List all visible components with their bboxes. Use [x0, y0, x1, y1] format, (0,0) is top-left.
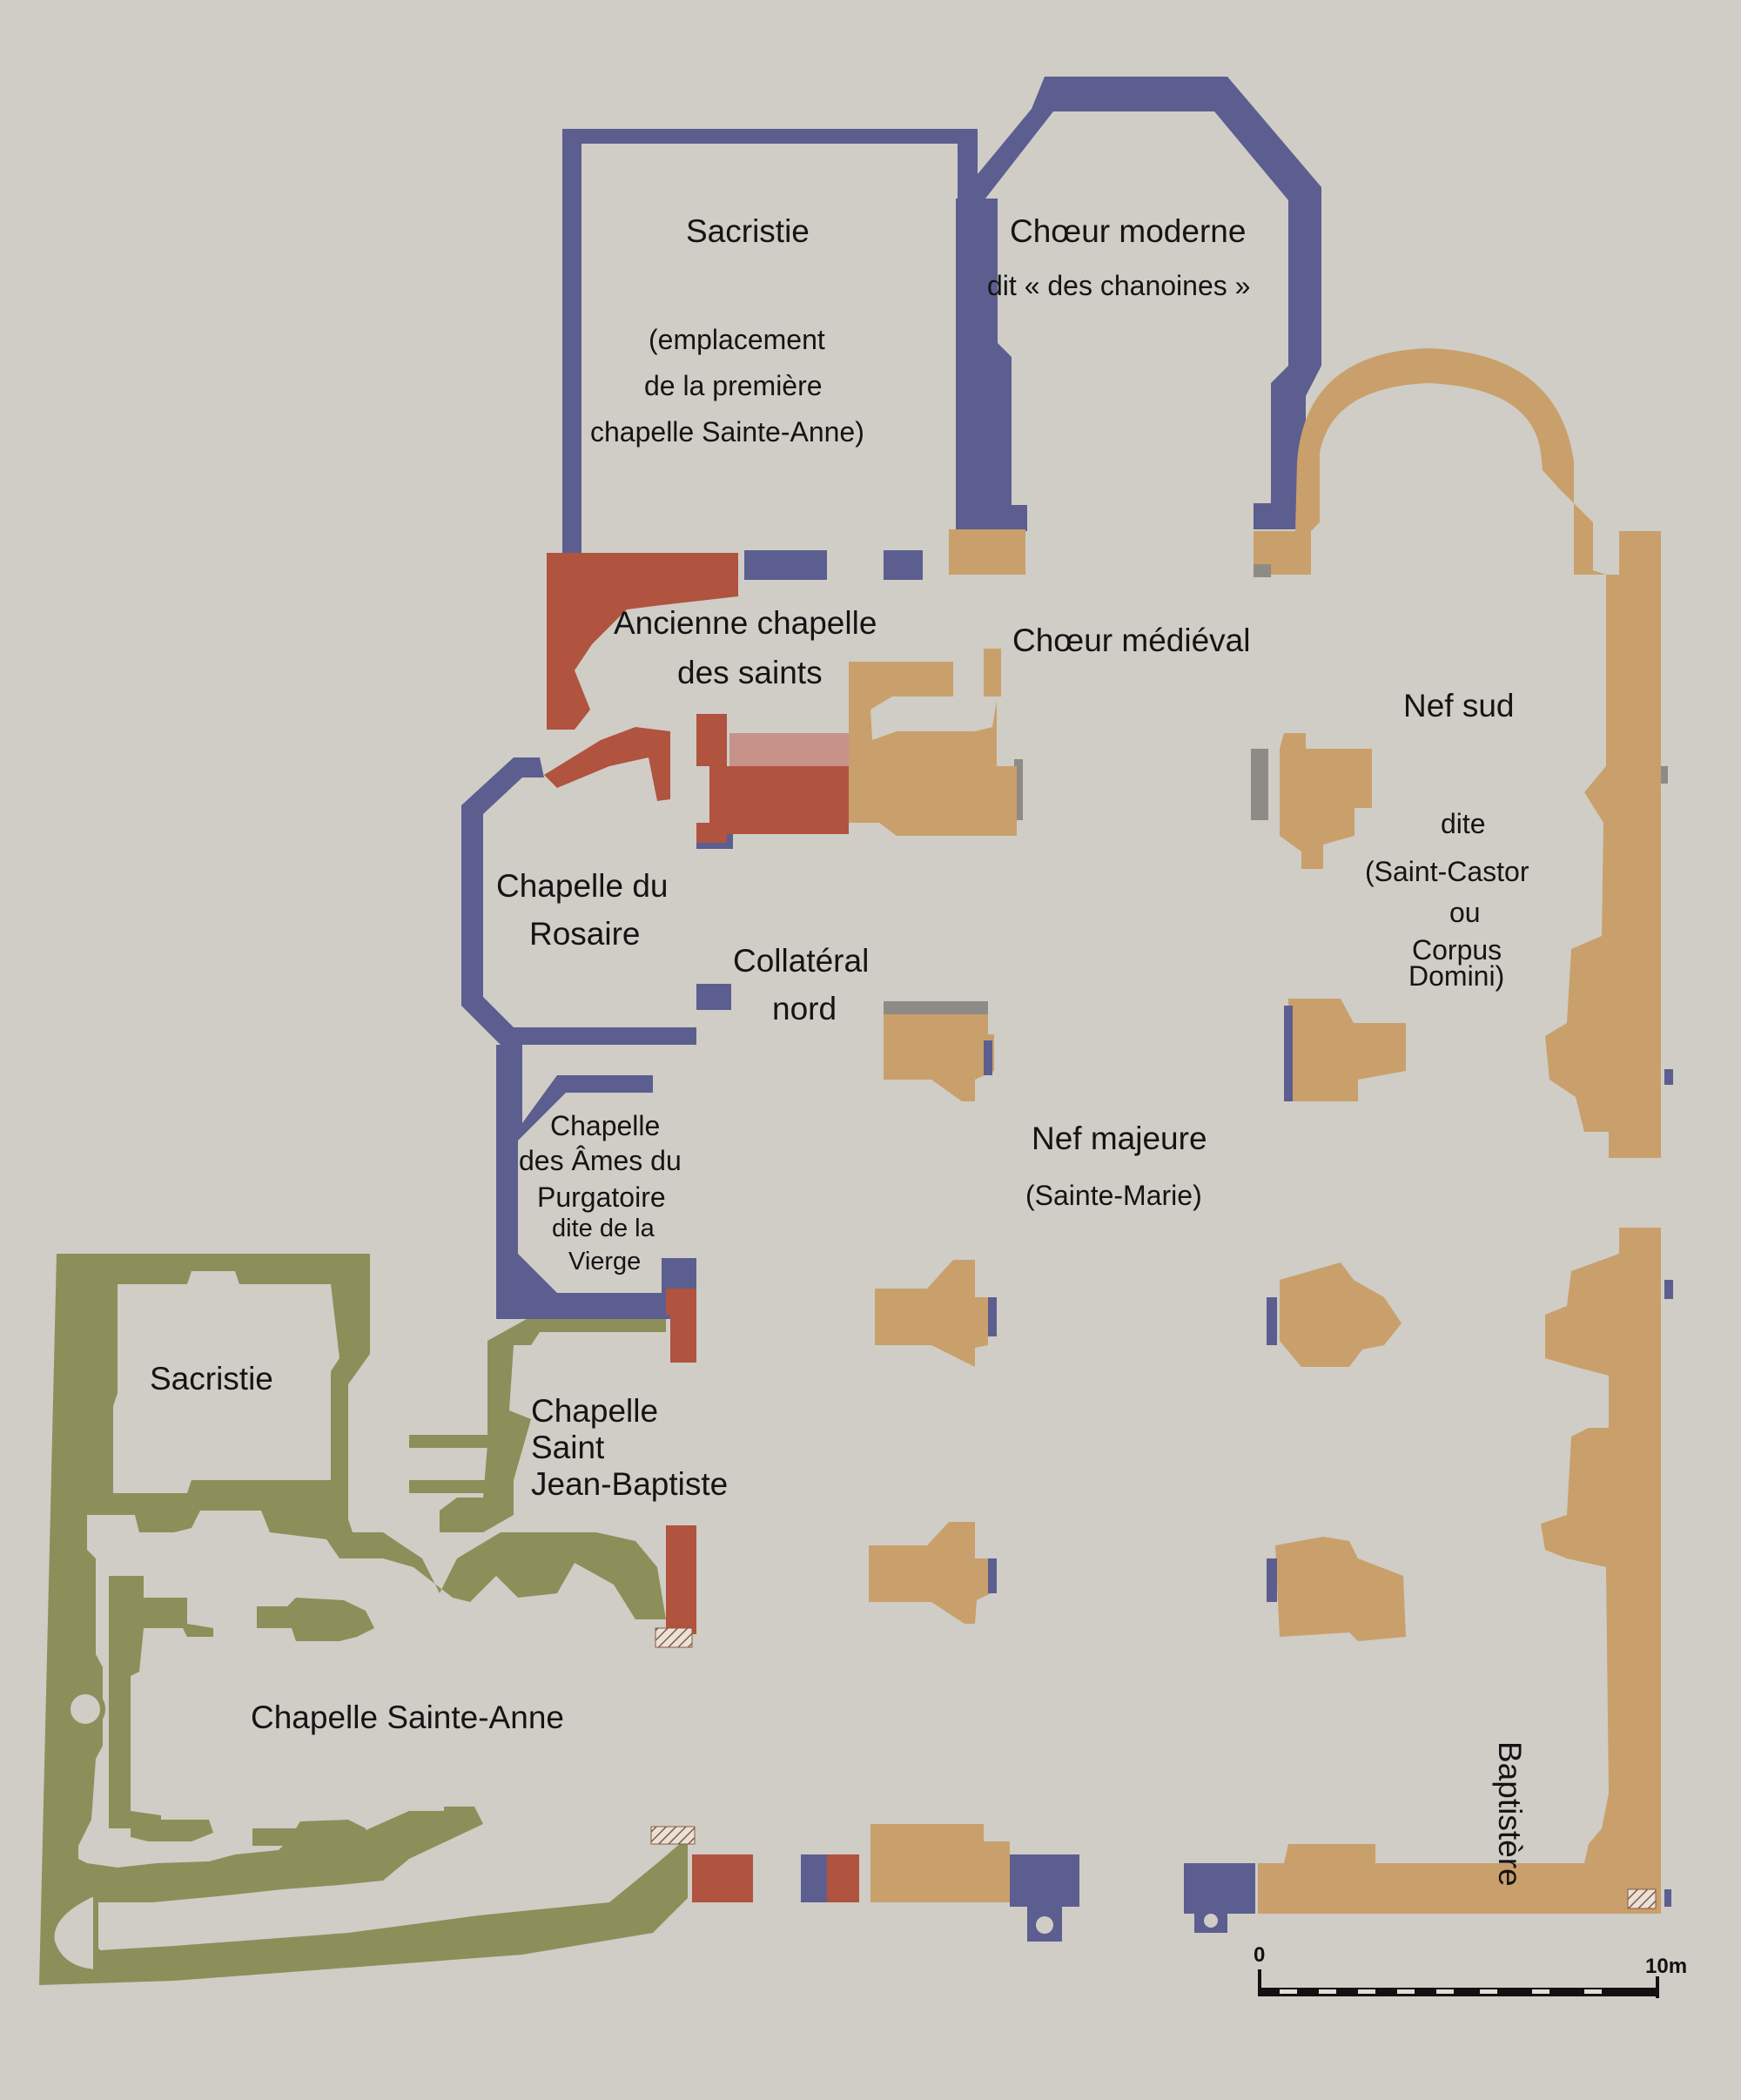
label-ancienne-chapelle-2: des saints	[677, 655, 823, 690]
label-nef-majeure-2: (Sainte-Marie)	[1025, 1180, 1202, 1211]
pier-edge	[1251, 749, 1268, 820]
label-choeur-medieval: Chœur médiéval	[1012, 623, 1251, 658]
label-baptistere: Baptistère	[1492, 1741, 1528, 1887]
piers	[869, 733, 1406, 1641]
label-jean-baptiste-2: Saint	[531, 1430, 605, 1465]
label-sacristie-top: Sacristie	[686, 213, 810, 249]
grey-wall-segment	[1014, 759, 1023, 820]
label-nef-majeure-1: Nef majeure	[1032, 1121, 1207, 1156]
label-collateral-1: Collatéral	[733, 943, 870, 979]
pier-edges	[984, 1006, 1293, 1602]
grey-wall-segment	[729, 733, 849, 766]
label-sacristie-note-3: chapelle Sainte-Anne)	[590, 416, 864, 448]
label-ames-5: Vierge	[568, 1248, 642, 1275]
label-choeur-moderne-1: Chœur moderne	[1010, 213, 1247, 249]
label-chapelle-rosaire-2: Rosaire	[529, 916, 641, 952]
nef-sud-walls	[1254, 348, 1661, 1158]
grey-wall-segment	[884, 1001, 988, 1017]
sainte-anne-walls	[39, 1254, 688, 1985]
label-jean-baptiste-1: Chapelle	[531, 1393, 659, 1429]
pier	[1280, 733, 1372, 869]
ancienne-chapelle-walls	[544, 553, 859, 1902]
scale-bar-end-label: 10m	[1645, 1955, 1688, 1978]
sainte-anne-apse	[49, 1892, 98, 1975]
label-nef-sud-3: (Saint-Castor	[1365, 856, 1529, 887]
label-choeur-moderne-2: dit « des chanoines »	[987, 270, 1251, 301]
label-jean-baptiste-3: Jean-Baptiste	[531, 1466, 729, 1502]
label-ames-3: Purgatoire	[537, 1181, 666, 1213]
label-nef-sud-6: Domini)	[1408, 960, 1505, 992]
label-ames-2: des Âmes du	[519, 1145, 682, 1176]
pier	[869, 1522, 991, 1624]
label-ames-1: Chapelle	[550, 1110, 661, 1141]
label-chapelle-rosaire-1: Chapelle du	[496, 868, 669, 904]
pier	[875, 1260, 988, 1367]
label-sacristie-note-1: (emplacement	[649, 324, 825, 355]
label-nef-sud-5: Corpus	[1412, 934, 1502, 966]
hatched-fragments	[650, 766, 1673, 1909]
label-sacristie-left: Sacristie	[150, 1361, 273, 1397]
label-ames-4: dite de la	[552, 1215, 655, 1242]
pier	[1288, 999, 1406, 1101]
pier	[1275, 1537, 1406, 1641]
choeur-moderne-walls	[958, 77, 1321, 529]
pier	[1280, 1262, 1402, 1367]
label-sacristie-note-2: de la première	[644, 370, 823, 401]
sainte-anne-column	[65, 1689, 105, 1729]
facade-blue-blocks	[801, 1854, 1255, 1942]
scale-bar	[1258, 1969, 1659, 1998]
scale-bar-start-label: 0	[1254, 1943, 1266, 1967]
label-nef-sud-4: ou	[1449, 897, 1481, 928]
label-ancienne-chapelle-1: Ancienne chapelle	[614, 605, 877, 641]
label-nef-sud-2: dite	[1441, 808, 1486, 839]
label-collateral-2: nord	[772, 991, 837, 1026]
label-nef-sud-1: Nef sud	[1403, 688, 1515, 724]
pier	[884, 1014, 994, 1101]
label-sainte-anne: Chapelle Sainte-Anne	[251, 1700, 564, 1735]
choeur-medieval-walls	[849, 529, 1025, 836]
